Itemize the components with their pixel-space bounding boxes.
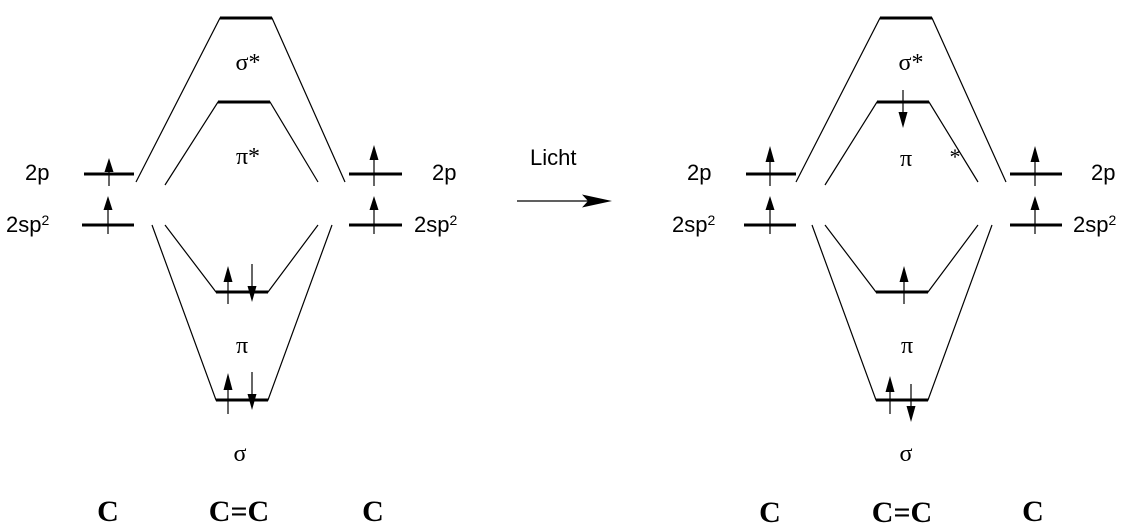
right-atom-2sp2-label: 2sp2 bbox=[414, 212, 457, 237]
left-mo-diagram: σ* π* π σ 2p 2sp2 2p 2sp2 C C=C C bbox=[6, 16, 457, 525]
left-pi-electron-down-arrow bbox=[247, 264, 257, 302]
right-bottom-atom-c-label: C bbox=[759, 496, 781, 525]
left-atom-2sp2-electron-up-arrow bbox=[103, 196, 113, 234]
left-atom-2p-label: 2p bbox=[25, 160, 49, 185]
left-pi-correlation bbox=[164, 224, 319, 293]
left-atom-2sp2-label: 2sp2 bbox=[6, 212, 49, 237]
left-sigma-correlation bbox=[151, 224, 333, 401]
right-atom-2sp2-electron-up-arrow bbox=[369, 196, 379, 234]
left-bottom-atom-c-right-label: C bbox=[362, 495, 384, 525]
left-sigma-electron-up-arrow bbox=[223, 373, 233, 414]
right-diagram-left-atom-2p-label: 2p bbox=[687, 160, 711, 185]
left-pi-electron-up-arrow bbox=[223, 266, 233, 304]
left-sigma-label: σ bbox=[234, 441, 247, 467]
right-pi-electron-up-arrow bbox=[899, 266, 909, 304]
right-diagram-right-atom-2p-electron-up-arrow bbox=[1030, 146, 1040, 186]
right-sigma-electron-up-arrow bbox=[885, 376, 895, 414]
right-atom-2p-electron-up-arrow bbox=[369, 145, 379, 186]
right-pi-correlation bbox=[824, 224, 979, 293]
right-diagram-left-atom-2sp2-label: 2sp2 bbox=[672, 212, 715, 237]
right-pi-star-symbol-label: π bbox=[900, 146, 912, 172]
left-sigma-star-label: σ* bbox=[236, 50, 261, 76]
right-pi-star-electron-down-arrow bbox=[898, 90, 908, 128]
right-diagram-right-atom-2sp2-label: 2sp2 bbox=[1073, 212, 1116, 237]
left-pi-label: π bbox=[236, 333, 248, 359]
right-pi-star-asterisk-label: * bbox=[950, 144, 961, 169]
light-reaction-arrow: Licht bbox=[517, 145, 612, 208]
right-diagram-left-atom-2p-electron-up-arrow bbox=[765, 146, 775, 186]
right-diagram-right-atom-2sp2-electron-up-arrow bbox=[1030, 196, 1040, 234]
left-pi-star-label: π* bbox=[236, 144, 260, 170]
right-diagram-right-atom-2p-label: 2p bbox=[1091, 160, 1115, 185]
right-atom-2p-label: 2p bbox=[432, 160, 456, 185]
left-bottom-atom-c-label: C bbox=[97, 495, 119, 525]
left-sigma-star-correlation bbox=[135, 17, 346, 183]
right-diagram-left-atom-2sp2-electron-up-arrow bbox=[765, 196, 775, 234]
left-pi-star-correlation bbox=[164, 101, 319, 186]
left-bottom-molecule-label: C=C bbox=[209, 495, 269, 525]
right-sigma-label: σ bbox=[900, 441, 913, 467]
right-bottom-molecule-label: C=C bbox=[872, 496, 932, 525]
right-sigma-electron-down-arrow bbox=[906, 384, 916, 422]
right-sigma-star-label: σ* bbox=[899, 50, 924, 76]
left-sigma-electron-down-arrow bbox=[247, 372, 257, 410]
right-bottom-atom-c-right-label: C bbox=[1022, 495, 1044, 525]
right-pi-label: π bbox=[901, 333, 913, 359]
right-mo-diagram: σ* π * π σ 2p 2sp2 2p 2sp2 C C=C C bbox=[672, 16, 1116, 525]
right-sigma-correlation bbox=[811, 224, 993, 401]
light-label: Licht bbox=[530, 145, 576, 170]
right-sigma-star-correlation bbox=[795, 17, 1007, 183]
left-atom-2p-electron-up-arrow bbox=[104, 158, 114, 186]
